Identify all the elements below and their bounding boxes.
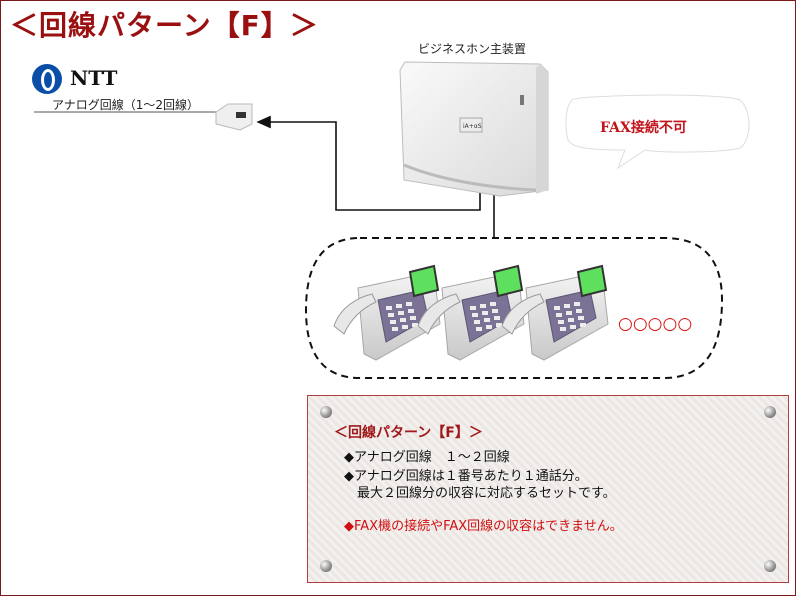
desk-phone-icon (333, 264, 441, 361)
rosette-icon (215, 103, 253, 131)
desk-phone-icon (417, 264, 525, 361)
pbx-to-rosette-wire (256, 115, 481, 211)
rivet-icon (764, 406, 776, 418)
note-line: 最大２回線分の収容に対応するセットです。 (357, 486, 616, 501)
ntt-logo-icon (32, 64, 62, 94)
pbx-unit-icon: iA+αS (399, 61, 549, 197)
analog-line-label: アナログ回線（1～2回線） (52, 98, 200, 112)
note-warning: ◆FAX機の接続やFAX回線の収容はできません。 (344, 519, 623, 534)
carrier-name: NTT (70, 66, 118, 90)
page-title: ＜回線パターン【F】＞ (10, 9, 319, 42)
phones-group-border (304, 237, 724, 379)
note-line: ◆アナログ回線は１番号あたり１通話分。 (344, 469, 588, 484)
note-line: ◆アナログ回線 １～２回線 (344, 450, 510, 465)
rivet-icon (320, 406, 332, 418)
pbx-label: ビジネスホン主装置 (418, 42, 527, 56)
extra-phones-label: ○○○○○ (618, 314, 693, 334)
desk-phone-icon (501, 264, 609, 361)
fax-callout-bubble (565, 94, 750, 170)
pbx-badge: iA+αS (463, 123, 482, 130)
note-panel (307, 395, 789, 583)
fax-not-supported-label: FAX接続不可 (600, 120, 687, 136)
rivet-icon (320, 560, 332, 572)
note-title: ＜回線パターン【F】＞ (334, 425, 483, 441)
rivet-icon (764, 560, 776, 572)
